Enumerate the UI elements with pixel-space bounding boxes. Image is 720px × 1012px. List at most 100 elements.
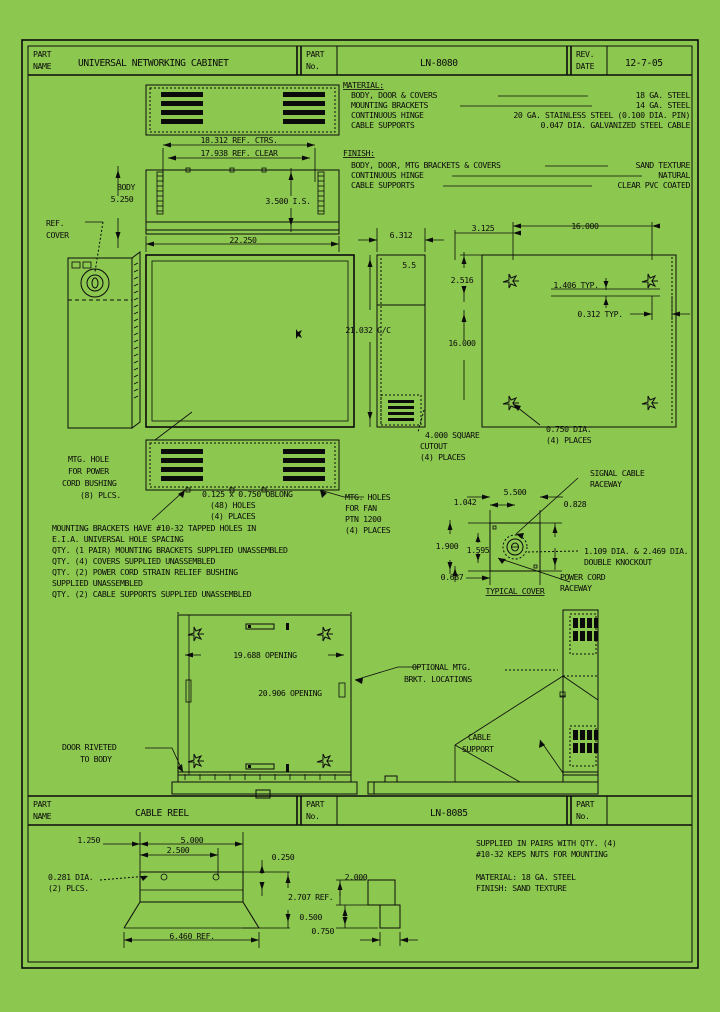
note-reel-0: SUPPLIED IN PAIRS WITH QTY. (4) <box>476 838 616 848</box>
typical-cover-detail: 5.500 1.042 1.900 1.595 0.687 0.828 TYPI… <box>436 487 588 596</box>
signal-raceway-line1: SIGNAL CABLE <box>590 468 645 478</box>
finish-item-1: CONTINUOUS HINGE <box>351 170 424 180</box>
mtg-hole-power-line2: FOR POWER <box>68 466 109 476</box>
square-cutout-line3: (4) PLACES <box>420 452 466 462</box>
material-item-2: CONTINUOUS HINGE <box>351 110 424 120</box>
hinge-right <box>317 171 325 215</box>
bottom-part-no2-label-line2: No. <box>576 811 590 821</box>
callout-mtg-hole-power: MTG. HOLE FOR POWER CORD BUSHING (8) PLC… <box>62 411 193 500</box>
dim-16000-side: 16.000 <box>448 338 476 348</box>
side-view: 6.312 5.5 <box>358 228 444 428</box>
mtg-fan-line1: MTG. HOLES <box>345 492 391 502</box>
main-front-view: 21.032 C/C <box>145 254 392 428</box>
optional-mtg-line1: OPTIONAL MTG. <box>412 662 471 672</box>
rev-label-line2: DATE <box>576 61 595 71</box>
dim-reel-2000: 2.000 <box>345 872 368 882</box>
callout-mtg-holes-fan: MTG. HOLES FOR FAN PTN 1200 (4) PLACES <box>319 489 391 535</box>
finish-value-2: CLEAR PVC COATED <box>618 180 691 190</box>
bottom-part-name-label-line1: PART <box>33 799 52 809</box>
rev-date-value: 12-7-05 <box>625 58 663 69</box>
part-no-label-line1: PART <box>306 49 325 59</box>
oblong-line1: 0.125 x 0.750 OBLONG <box>202 489 293 499</box>
callout-power-raceway: POWER CORD RACEWAY <box>497 557 606 593</box>
mtg-hole-power-line1: MTG. HOLE <box>68 454 109 464</box>
dim-ref-clear: 17.938 REF. CLEAR <box>201 148 278 158</box>
rev-label-line1: REV. <box>576 49 594 59</box>
note-reel-4: FINISH: SAND TEXTURE <box>476 883 567 893</box>
reel-dia-line1: 0.281 DIA. <box>48 872 93 882</box>
dim-inside: 3.500 I.S. <box>265 196 310 206</box>
vent-grid-bottom <box>573 730 598 753</box>
bottom-part-no-value: LN-8085 <box>430 808 468 819</box>
signal-raceway-line2: RACEWAY <box>590 479 622 489</box>
material-value-1: 14 GA. STEEL <box>636 100 691 110</box>
hinge-left <box>156 171 164 215</box>
rear-view: 3.125 16.000 2.516 16.000 1.406 TYP. 0.3… <box>448 221 690 428</box>
door-mount-tl <box>187 626 204 642</box>
dim-0828: 0.828 <box>564 499 587 509</box>
dim-side-depth: 5.5 <box>402 260 416 270</box>
mtg-fan-line3: PTN 1200 <box>345 514 382 524</box>
dim-reel-1250: 1.250 <box>77 835 100 845</box>
dim-1406: 1.406 TYP. <box>553 280 598 290</box>
callout-signal-raceway: SIGNAL CABLE RACEWAY <box>515 468 645 539</box>
part-name-value: UNIVERSAL NETWORKING CABINET <box>78 58 229 69</box>
bottom-part-no2-label-line1: PART <box>576 799 595 809</box>
dia-0750-line1: 0.750 DIA. <box>546 424 591 434</box>
center-mark <box>291 329 305 339</box>
louver-group-right <box>283 92 325 124</box>
left-cover-view: REF. COVER <box>46 218 141 429</box>
note-cabinet-0: MOUNTING BRACKETS HAVE #10-32 TAPPED HOL… <box>52 523 256 533</box>
door-mount-tr <box>316 626 333 642</box>
power-raceway-line2: RACEWAY <box>560 583 592 593</box>
note-cabinet-3: QTY. (4) COVERS SUPPLIED UNASSEMBLED <box>52 556 216 566</box>
door-mount-br <box>316 753 333 769</box>
dim-1595: 1.595 <box>467 545 490 555</box>
dim-16000-top: 16.000 <box>571 221 599 231</box>
note-cabinet-5: SUPPLIED UNASSEMBLED <box>52 578 143 588</box>
dim-1042: 1.042 <box>454 497 477 507</box>
callout-knockout: 1.109 DIA. & 2.469 DIA. DOUBLE KNOCKOUT <box>527 546 689 567</box>
cover-edge-hatch <box>133 262 139 399</box>
cable-support-view <box>367 609 599 795</box>
cutout-marker-tl <box>502 273 519 289</box>
callout-dia-0750: 0.750 DIA. (4) PLACES <box>512 403 592 445</box>
dim-ref-ctrs: 18.312 REF. CTRS. <box>201 135 278 145</box>
bottom-louver-left <box>161 449 203 481</box>
material-item-0: BODY, DOOR & COVERS <box>351 90 438 100</box>
callout-ref-cover-line2: COVER <box>46 230 69 240</box>
bottom-louver-view <box>145 439 340 493</box>
bottom-part-name-value: CABLE REEL <box>135 808 189 819</box>
part-no-label-line2: No. <box>306 61 320 71</box>
material-value-2: 20 GA. STAINLESS STEEL (0.100 DIA. PIN) <box>513 110 690 120</box>
dim-side-width: 6.312 <box>390 230 413 240</box>
dim-5500: 5.500 <box>504 487 527 497</box>
oblong-line3: (4) PLACES <box>210 511 256 521</box>
callout-optional-mtg: OPTIONAL MTG. BRKT. LOCATIONS <box>354 662 558 684</box>
finish-value-0: SAND TEXTURE <box>636 160 691 170</box>
dim-body-label: BODY <box>117 182 136 192</box>
finish-value-1: NATURAL <box>658 170 690 180</box>
callout-door-riveted: DOOR RIVETED TO BODY <box>62 742 184 773</box>
finish-item-0: BODY, DOOR, MTG BRACKETS & COVERS <box>351 160 501 170</box>
note-reel-3: MATERIAL: 18 GA. STEEL <box>476 872 576 882</box>
dim-height-cc: 21.032 C/C <box>345 325 391 335</box>
dim-0312: 0.312 TYP. <box>577 309 622 319</box>
dim-0687: 0.687 <box>441 572 464 582</box>
typical-cover-title: TYPICAL COVER <box>486 586 545 596</box>
knockout-line1: 1.109 DIA. & 2.469 DIA. <box>584 546 688 556</box>
cabinet-notes: MOUNTING BRACKETS HAVE #10-32 TAPPED HOL… <box>52 523 288 599</box>
dim-body-value: 5.250 <box>111 194 134 204</box>
power-raceway-line1: POWER CORD <box>560 572 606 582</box>
cable-reel-view: 5.000 1.250 2.500 0.281 DIA. (2) PLCS. 0… <box>48 832 418 948</box>
dia-0750-line2: (4) PLACES <box>546 435 592 445</box>
cutout-marker-tr <box>641 273 658 289</box>
side-louvers <box>388 400 414 421</box>
dim-reel-2500: 2.500 <box>167 845 190 855</box>
reel-dia-line2: (2) PLCS. <box>48 883 89 893</box>
dim-reel-2707: 2.707 REF. <box>288 892 333 902</box>
note-cabinet-4: QTY. (2) POWER CORD STRAIN RELIEF BUSHIN… <box>52 567 238 577</box>
door-riveted-line2: TO BODY <box>80 754 112 764</box>
door-hinge-row <box>184 774 336 780</box>
mtg-hole-power-line3: CORD BUSHING <box>62 478 117 488</box>
